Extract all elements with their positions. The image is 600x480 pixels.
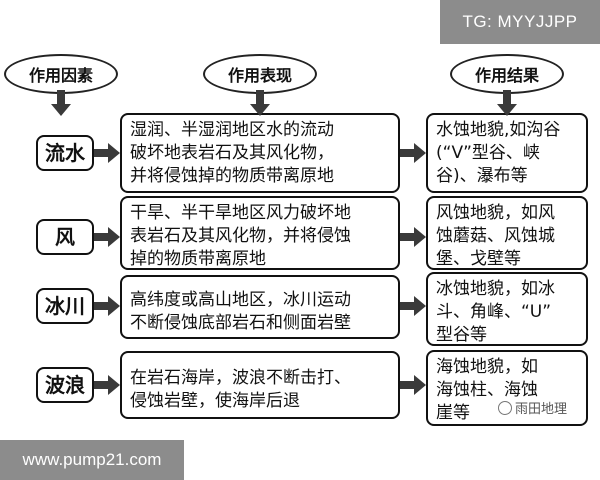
- result-arrows: [400, 143, 426, 395]
- factor-box-flowing-water: 流水: [36, 135, 94, 171]
- result-line: 堡、戈壁等: [436, 248, 521, 269]
- desc-line: 侵蚀岩壁，使海岸后退: [130, 390, 300, 411]
- desc-line: 高纬度或高山地区，冰川运动: [130, 290, 351, 310]
- header-factor-label: 作用因素: [28, 66, 93, 85]
- factor-box-wind: 风: [36, 219, 94, 255]
- desc-box-glacier: 高纬度或高山地区，冰川运动 不断侵蚀底部岩石和侧面岩壁: [120, 275, 400, 339]
- header-factor-bubble: 作用因素: [4, 54, 118, 94]
- factor-label: 风: [55, 224, 75, 249]
- result-box-glacier: 冰蚀地貌，如冰 斗、角峰、“U” 型谷等: [426, 272, 588, 346]
- desc-line: 破坏地表岩石及其风化物，: [130, 142, 334, 163]
- desc-line: 掉的物质带离原地: [130, 248, 266, 269]
- desc-line: 并将侵蚀掉的物质带离原地: [130, 165, 334, 186]
- logo-watermark: 雨田地理: [498, 398, 567, 417]
- factor-box-glacier: 冰川: [36, 288, 94, 324]
- desc-box-waves: 在岩石海岸，波浪不断击打、 侵蚀岩壁，使海岸后退: [120, 351, 400, 419]
- desc-line: 表岩石及其风化物，并将侵蚀: [130, 225, 351, 246]
- result-line: 海蚀地貌，如: [436, 357, 538, 377]
- logo-icon: [498, 400, 512, 415]
- result-line: 海蚀柱、海蚀: [436, 379, 538, 400]
- watermark-top: TG: MYYJJPP: [440, 0, 600, 44]
- result-line: 崖等: [436, 402, 470, 423]
- header-result-label: 作用结果: [474, 66, 539, 85]
- result-line: 斗、角峰、“U”: [436, 301, 552, 322]
- result-line: 谷)、瀑布等: [436, 165, 528, 186]
- header-result-bubble: 作用结果: [450, 54, 564, 94]
- result-line: 蚀蘑菇、风蚀城: [436, 225, 555, 246]
- result-line: (“V”型谷、峡: [436, 142, 540, 163]
- desc-box-wind: 干旱、半干旱地区风力破坏地 表岩石及其风化物，并将侵蚀 掉的物质带离原地: [120, 196, 400, 270]
- desc-line: 在岩石海岸，波浪不断击打、: [130, 368, 351, 388]
- factor-label: 波浪: [45, 372, 85, 397]
- result-line: 型谷等: [436, 324, 487, 345]
- result-line: 水蚀地貌,如沟谷: [436, 120, 561, 140]
- header-performance-label: 作用表现: [227, 66, 292, 85]
- factor-arrows: [94, 143, 120, 395]
- factor-label: 流水: [45, 140, 85, 165]
- logo-text: 雨田地理: [515, 402, 568, 417]
- result-box-flowing-water: 水蚀地貌,如沟谷 (“V”型谷、峡 谷)、瀑布等: [426, 113, 588, 193]
- down-arrows: [51, 90, 517, 116]
- desc-line: 干旱、半干旱地区风力破坏地: [130, 203, 351, 223]
- watermark-bottom: www.pump21.com: [0, 440, 184, 480]
- factor-label: 冰川: [45, 293, 85, 318]
- result-line: 冰蚀地貌，如冰: [436, 279, 555, 299]
- factor-box-waves: 波浪: [36, 367, 94, 403]
- result-box-wind: 风蚀地貌，如风 蚀蘑菇、风蚀城 堡、戈壁等: [426, 196, 588, 270]
- desc-line: 不断侵蚀底部岩石和侧面岩壁: [130, 312, 351, 333]
- result-line: 风蚀地貌，如风: [436, 203, 555, 223]
- desc-line: 湿润、半湿润地区水的流动: [130, 120, 334, 140]
- header-performance-bubble: 作用表现: [203, 54, 317, 94]
- desc-box-flowing-water: 湿润、半湿润地区水的流动 破坏地表岩石及其风化物， 并将侵蚀掉的物质带离原地: [120, 113, 400, 193]
